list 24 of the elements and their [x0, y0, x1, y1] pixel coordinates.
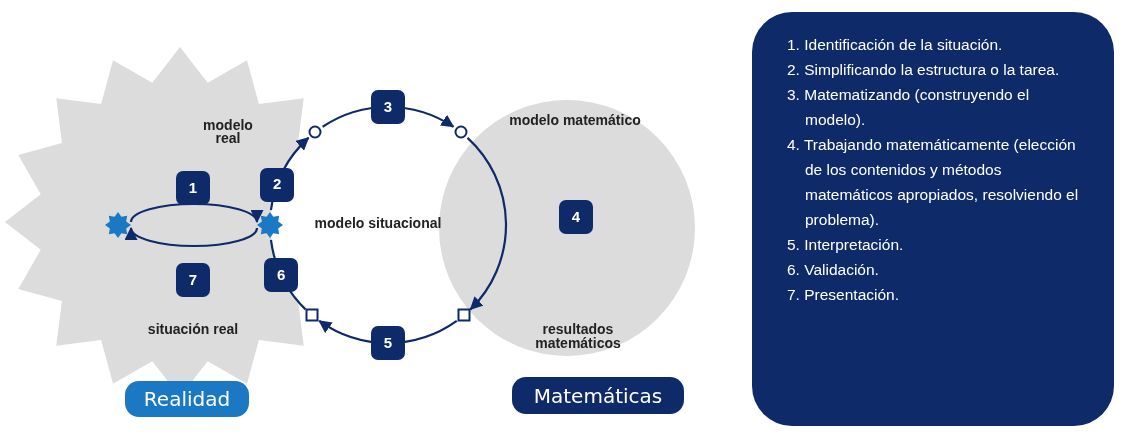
region-label: resultados matemáticos — [534, 322, 622, 350]
arrow — [127, 226, 259, 248]
step-item: 5. Interpretación. — [787, 235, 905, 255]
step-item: 2. Simplificando la estructura o la tarea. — [787, 60, 1061, 80]
step-number: 6 — [264, 257, 299, 292]
arrow — [466, 137, 507, 311]
step-number: 3 — [371, 90, 405, 124]
title-pill: Realidad — [125, 381, 249, 417]
step-number: 2 — [260, 167, 295, 202]
title-pill: Matemáticas — [512, 377, 684, 414]
step-item: 4. Trabajando matemáticamente (elección de los contenidos y métodos matemáticos apropiados, resolviendo el problema). — [787, 135, 1080, 230]
step-item: 3. Matematizando (construyendo el modelo). — [787, 85, 1031, 130]
region-label: modelo real — [202, 119, 254, 145]
region-label: modelo matemático — [508, 113, 642, 127]
step-item: 1. Identificación de la situación. — [787, 35, 1004, 55]
step-number: 1 — [176, 171, 210, 205]
step-item: 6. Validación. — [787, 260, 880, 280]
region-label: situación real — [146, 320, 240, 338]
step-number: 4 — [559, 200, 593, 234]
region-label: modelo situacional — [313, 216, 443, 230]
steps-panel — [752, 12, 1114, 426]
step-number: 5 — [371, 326, 405, 360]
step-number: 7 — [176, 263, 210, 297]
step-item: 7. Presentación. — [787, 285, 900, 305]
